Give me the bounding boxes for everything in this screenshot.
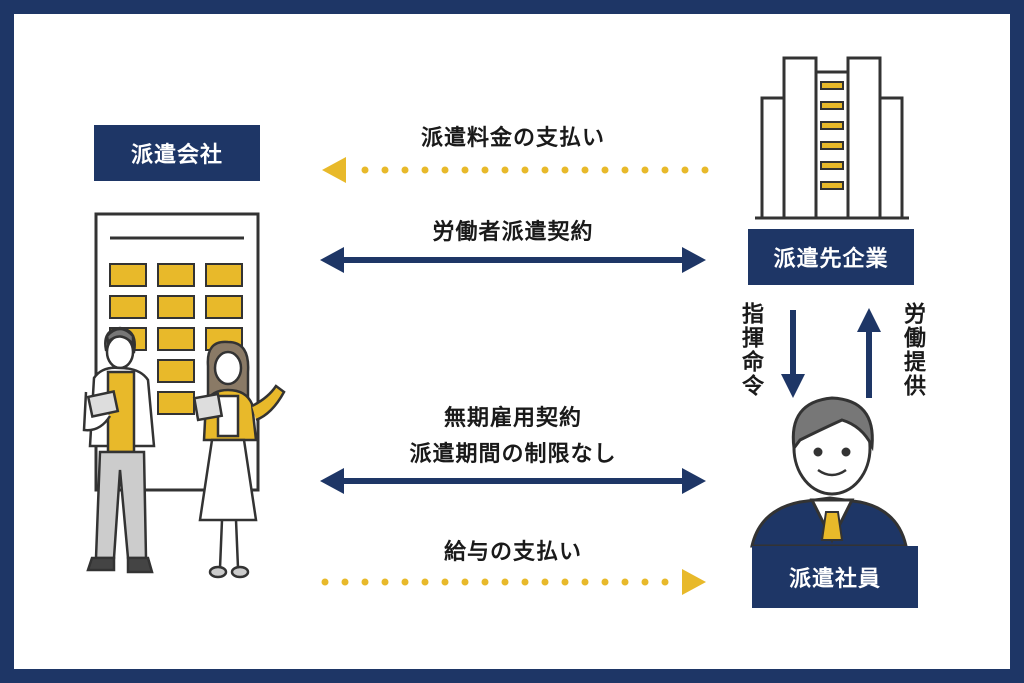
indefinite-employment-caption: 無期雇用契約 [443,406,582,431]
salary-payment-arrow [321,569,706,595]
salary-payment-caption: 給与の支払い [443,540,582,565]
instructions-arrow [781,310,805,398]
dispatched-employee-label: 派遣社員 [752,546,918,608]
labor-provision-arrow [857,308,881,398]
worker-dispatch-contract-arrow [320,247,706,273]
dispatch-fee-caption: 派遣料金の支払い [420,126,605,151]
worker-dispatch-contract-caption: 労働者派遣契約 [432,220,594,245]
dispatched-employee-illustration [750,396,908,548]
man-staff-illustration [82,326,156,574]
indefinite-employment-arrow [320,468,706,494]
no-period-limit-caption: 派遣期間の制限なし [409,442,617,467]
woman-staff-illustration [192,340,286,579]
client-company-label: 派遣先企業 [748,229,914,285]
instructions-caption: 指揮命令 [738,302,763,398]
labor-provision-caption: 労働提供 [900,302,925,398]
client-building-illustration [755,56,909,220]
dispatch-company-label: 派遣会社 [94,125,260,181]
dispatch-fee-arrow [322,157,709,183]
